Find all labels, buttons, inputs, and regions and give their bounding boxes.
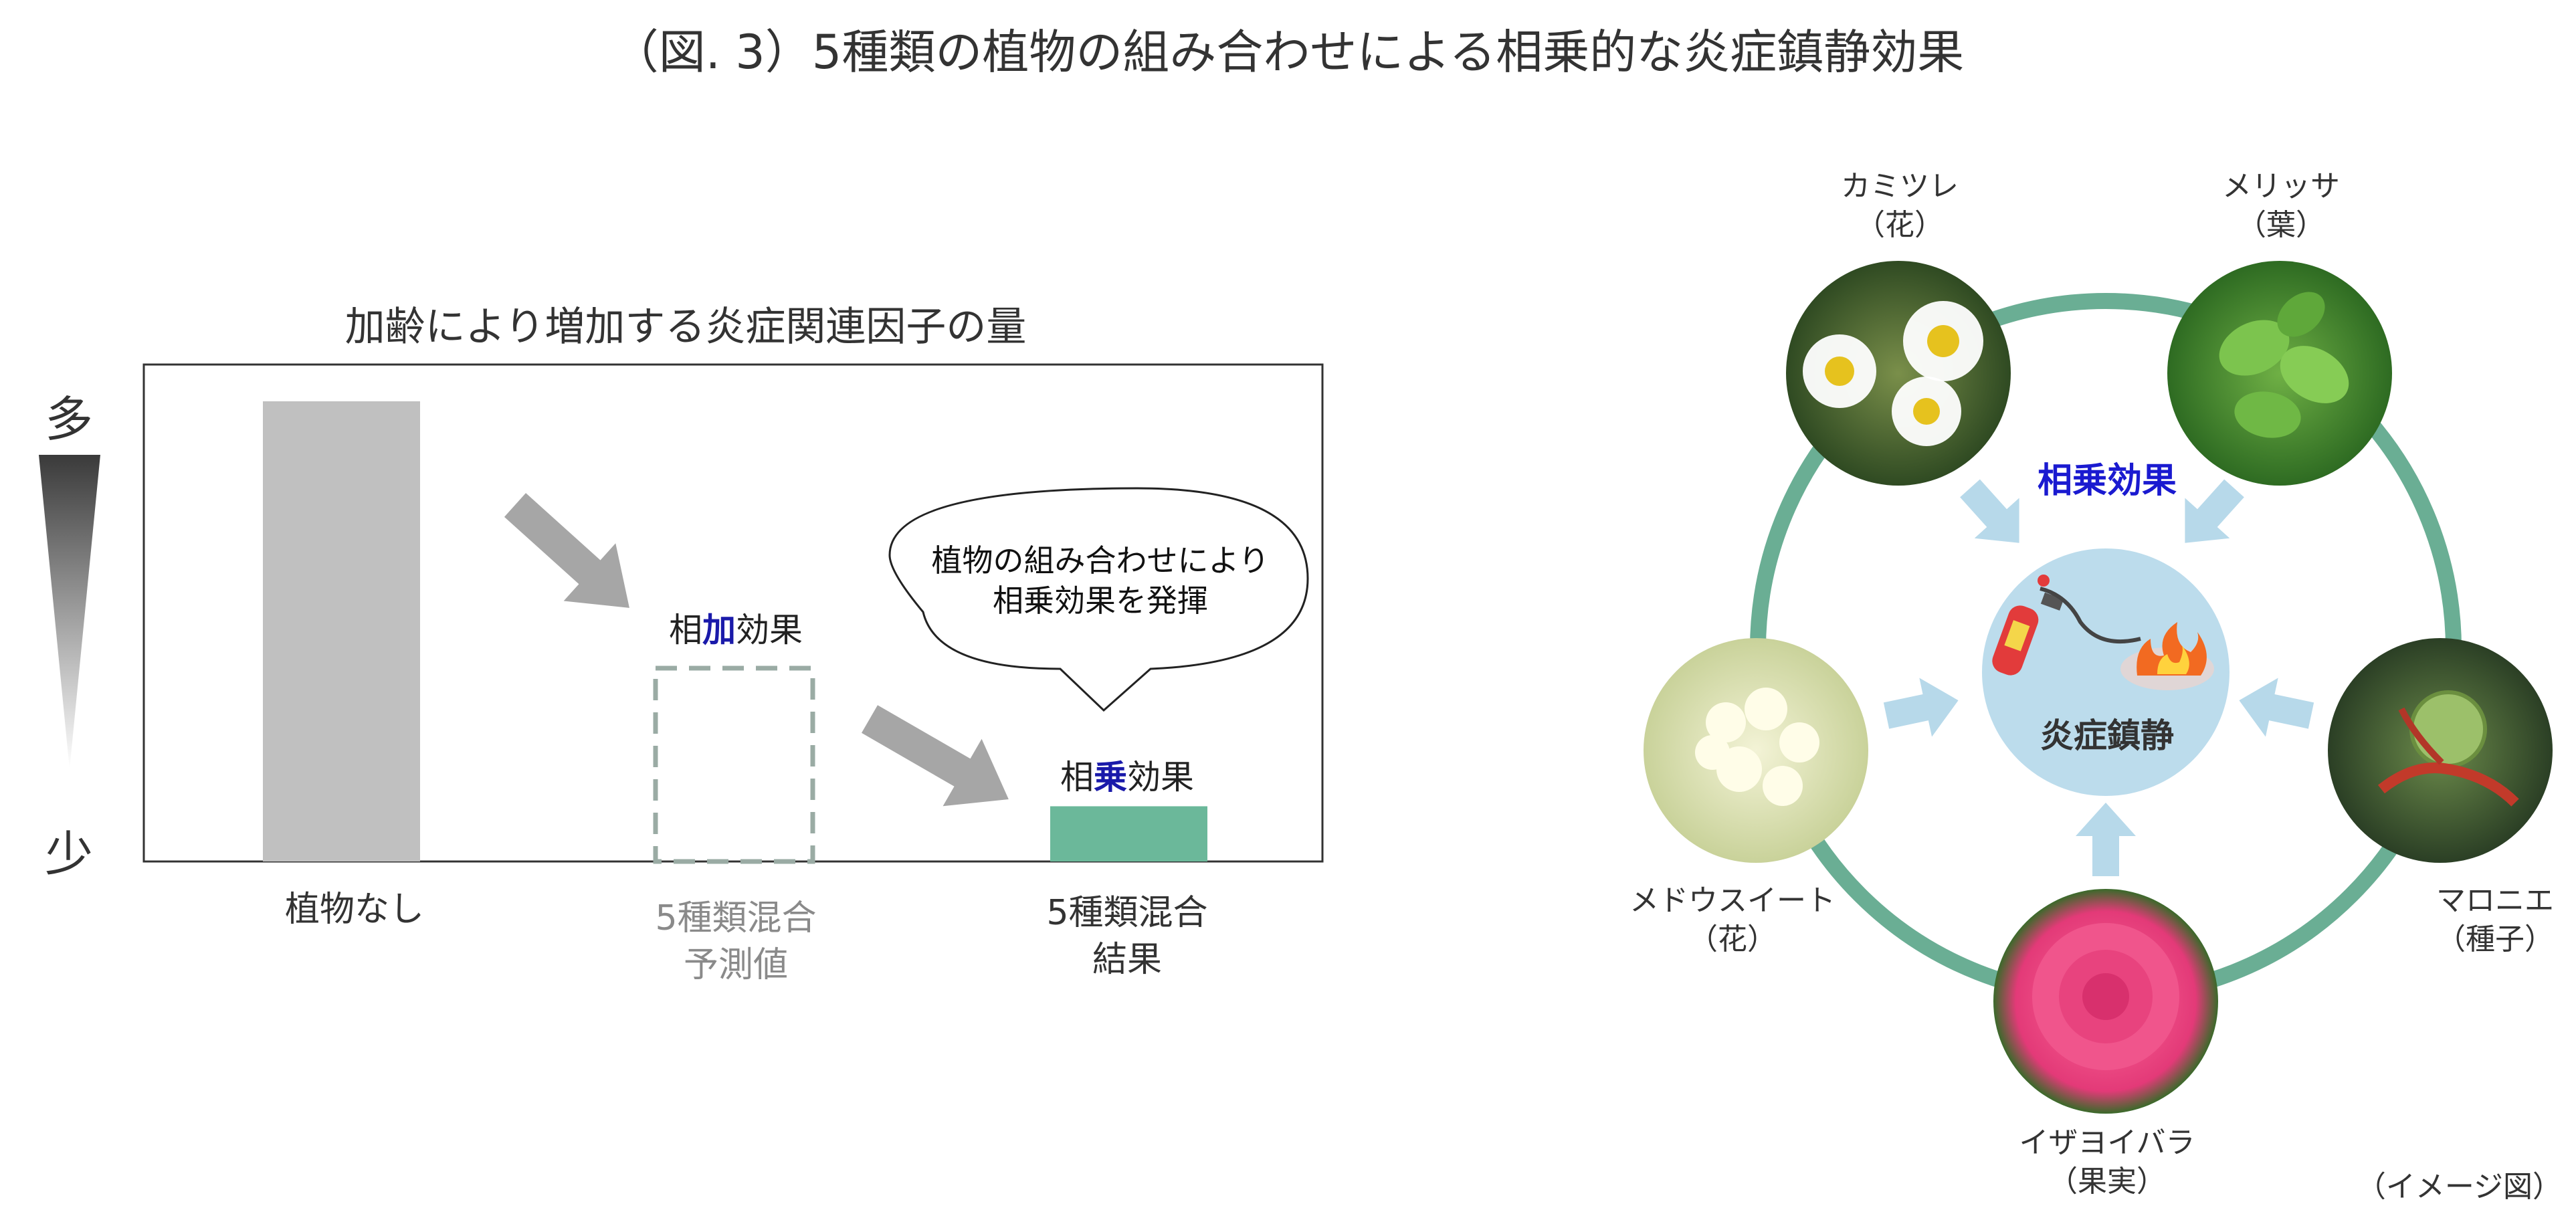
synergy-label-post: 効果 bbox=[1127, 758, 1194, 797]
bar-predicted-additive bbox=[653, 666, 815, 864]
plant-label-rose: イザヨイバラ （果実） bbox=[1987, 1124, 2227, 1201]
y-axis-bottom-label: 少 bbox=[44, 826, 93, 882]
arrow-from-meadowsweet bbox=[1883, 678, 1959, 737]
category-0-line1: 植物なし bbox=[284, 890, 424, 930]
arrow-from-chamomile bbox=[1960, 479, 2019, 543]
gradient-scale-wedge bbox=[39, 455, 100, 769]
plant-name: イザヨイバラ bbox=[2019, 1126, 2195, 1160]
category-label-predicted: 5種類混合 予測値 bbox=[602, 895, 870, 989]
plant-label-chamomile: カミツレ （花） bbox=[1793, 167, 2007, 245]
page-title: （図. 3）5種類の植物の組み合わせによる相乗的な炎症鎮静効果 bbox=[611, 25, 1965, 80]
melissa-leaves-image bbox=[2167, 261, 2392, 486]
chart-frame bbox=[142, 363, 1324, 863]
meadowsweet-flower-image bbox=[1644, 638, 1868, 863]
bar-no-plant bbox=[263, 401, 420, 861]
category-1-line2: 予測値 bbox=[683, 945, 788, 985]
category-2-line1: 5種類混合 bbox=[1046, 893, 1208, 933]
decrease-arrow-1 bbox=[504, 493, 629, 608]
y-axis-top-label: 多 bbox=[44, 391, 93, 447]
plant-label-melissa: メリッサ （葉） bbox=[2174, 167, 2388, 245]
speech-bubble-line1: 植物の組み合わせにより bbox=[931, 542, 1270, 579]
bar-actual-synergy bbox=[1050, 806, 1207, 861]
plant-name: マロニエ bbox=[2436, 884, 2554, 918]
plant-part: （花） bbox=[1856, 208, 1944, 242]
arrow-from-melissa bbox=[2185, 479, 2244, 543]
category-label-no-plant: 植物なし bbox=[221, 886, 488, 933]
synergy-label-pre: 相 bbox=[1060, 758, 1094, 797]
additive-label-post: 効果 bbox=[736, 611, 803, 649]
image-caption: （イメージ図） bbox=[2356, 1170, 2562, 1204]
speech-bubble-line2: 相乗効果を発揮 bbox=[993, 583, 1208, 619]
plant-part: （葉） bbox=[2237, 208, 2325, 242]
category-label-result: 5種類混合 結果 bbox=[993, 890, 1261, 983]
synergy-label-highlight: 乗 bbox=[1094, 758, 1127, 797]
rose-fruit-image bbox=[1993, 889, 2218, 1114]
plant-label-horse-chestnut: マロニエ （種子） bbox=[2388, 882, 2576, 959]
center-circle bbox=[1982, 548, 2230, 796]
speech-bubble bbox=[888, 487, 1309, 712]
additive-effect-label: 相加効果 bbox=[615, 603, 856, 651]
horse-chestnut-seed-image bbox=[2328, 638, 2553, 863]
center-label: 炎症鎮静 bbox=[2040, 716, 2174, 755]
arrow-from-rose bbox=[2076, 803, 2136, 876]
additive-label-highlight: 加 bbox=[702, 611, 736, 649]
plant-part: （種子） bbox=[2436, 922, 2554, 956]
plant-name: メドウスイート bbox=[1629, 884, 1836, 918]
plant-part: （果実） bbox=[2048, 1164, 2166, 1199]
category-1-line1: 5種類混合 bbox=[655, 898, 817, 938]
fire-extinguisher-icon bbox=[1992, 575, 2141, 676]
fire-icon bbox=[2120, 622, 2214, 690]
additive-label-pre: 相 bbox=[669, 611, 702, 649]
category-2-line2: 結果 bbox=[1092, 940, 1162, 980]
plant-part: （花） bbox=[1688, 922, 1777, 956]
synergy-effect-label: 相乗効果 bbox=[1007, 750, 1248, 799]
plant-name: メリッサ bbox=[2222, 169, 2340, 203]
plant-label-meadowsweet: メドウスイート （花） bbox=[1605, 882, 1860, 959]
decrease-arrow-2 bbox=[862, 705, 1009, 807]
synergy-effect-title: 相乗効果 bbox=[2037, 461, 2177, 501]
arrow-from-horse-chestnut bbox=[2239, 678, 2314, 737]
chamomile-flower-image bbox=[1786, 261, 2011, 486]
speech-bubble-text: 植物の組み合わせにより 相乗効果を発揮 bbox=[896, 540, 1304, 621]
plant-name: カミツレ bbox=[1841, 169, 1959, 203]
chart-title: 加齢により増加する炎症関連因子の量 bbox=[344, 304, 1027, 350]
